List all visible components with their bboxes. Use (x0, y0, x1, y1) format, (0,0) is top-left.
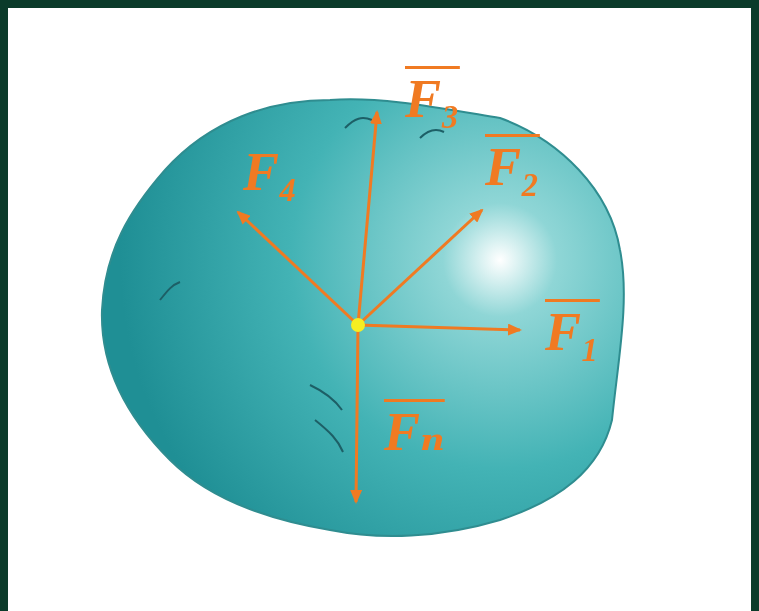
force-label: Fₙ (384, 405, 445, 459)
force-label: F₁ (545, 305, 600, 359)
force-arrows (238, 112, 520, 502)
concurrent-point (351, 318, 365, 332)
force-label: F₄ (243, 145, 298, 199)
force-label: F₃ (405, 72, 460, 126)
force-label: F₂ (485, 140, 540, 194)
rigid-body (102, 99, 624, 536)
